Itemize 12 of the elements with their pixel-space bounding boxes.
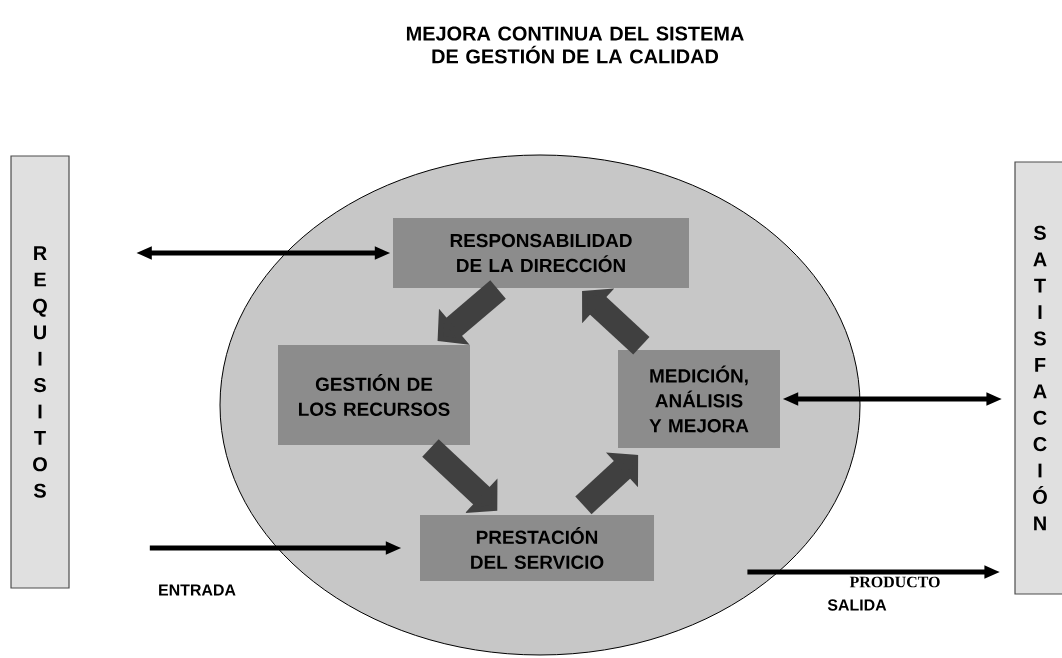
side-box: REQUISITOS — [10, 155, 70, 589]
process-box: MEDICIÓN, ANÁLISIS Y MEJORA — [618, 350, 780, 448]
block-arrow — [422, 439, 498, 513]
side-box: SATISFACCIÓN — [1014, 161, 1062, 595]
process-box: GESTIÓN DE LOS RECURSOS — [278, 345, 470, 445]
label: SALIDA — [827, 599, 887, 611]
block-arrow — [575, 452, 639, 515]
process-box: PRESTACIÓN DEL SERVICIO — [420, 515, 654, 581]
process-box: RESPONSABILIDAD DE LA DIRECCIÓN — [393, 218, 689, 288]
edge-label: ENTRADA — [159, 584, 236, 596]
edge-label: PRODUCTO — [849, 576, 940, 588]
title: MEJORA CONTINUA DEL SISTEMA DE GESTIÓN DE LA CALIDAD — [406, 26, 744, 64]
